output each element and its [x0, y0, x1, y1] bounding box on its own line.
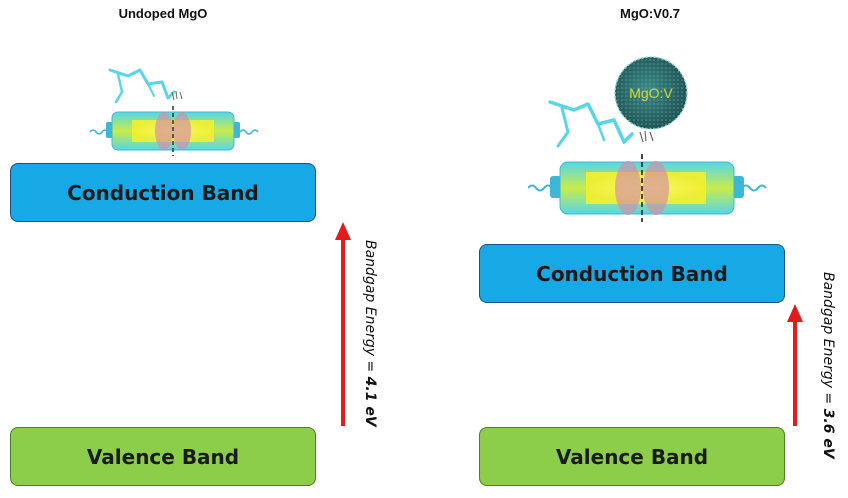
right-conduction-band: Conduction Band — [479, 244, 785, 303]
left-bandgap-energy-text: Bandgap Energy = — [362, 240, 378, 377]
right-valence-band: Valence Band — [479, 427, 785, 486]
right-valence-band-label: Valence Band — [555, 444, 709, 469]
mgo-v-badge-icon: MgO:V — [614, 56, 688, 130]
right-conduction-band-label: Conduction Band — [536, 261, 728, 286]
left-valence-band-label: Valence Band — [86, 444, 240, 469]
photocatalyst-molecule-icon-large — [528, 100, 767, 222]
lightning-bolt-icon — [108, 68, 176, 104]
left-conduction-band: Conduction Band — [10, 163, 316, 222]
left-conduction-band-label: Conduction Band — [67, 180, 259, 205]
left-bandgap-energy-label: Bandgap Energy = 4.1 eV — [362, 240, 378, 427]
photocatalyst-molecule-icon — [89, 68, 259, 156]
badge-text: MgO:V — [629, 85, 673, 101]
right-panel-title: MgO:V0.7 — [620, 6, 680, 21]
right-bandgap-energy-text: Bandgap Energy = — [820, 272, 836, 409]
red-up-arrow-icon-right — [787, 304, 803, 426]
left-bandgap-energy-value: 4.1 eV — [362, 376, 378, 427]
lightning-bolt-icon-large — [548, 100, 634, 148]
right-bandgap-energy-label: Bandgap Energy = 3.6 eV — [820, 272, 836, 459]
right-bandgap-energy-value: 3.6 eV — [820, 408, 836, 459]
left-valence-band: Valence Band — [10, 427, 316, 486]
left-panel-title: Undoped MgO — [118, 6, 208, 21]
red-up-arrow-icon — [335, 222, 351, 426]
